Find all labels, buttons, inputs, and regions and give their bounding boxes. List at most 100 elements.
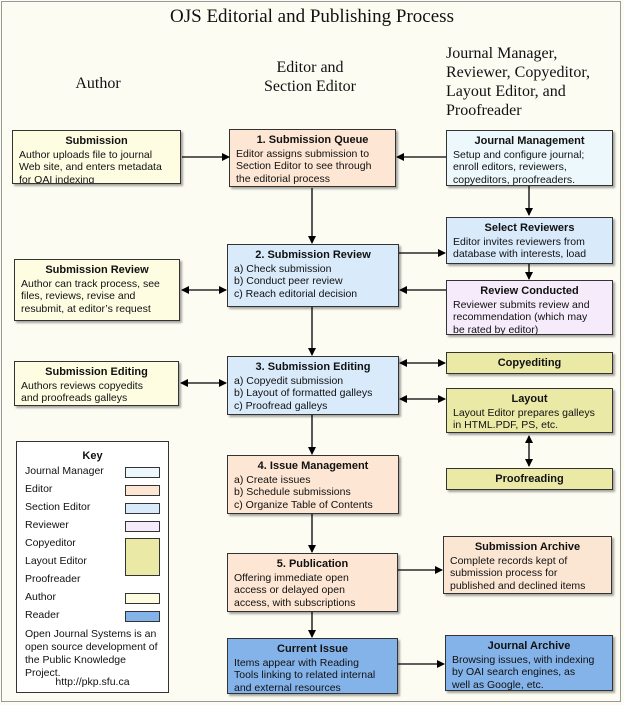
legend-label: Editor [25,483,53,495]
column-manager-line: Proofreader [446,102,522,119]
box-line: recommendation (which may [453,311,588,323]
box-line: database with interests, load [453,248,587,260]
box-line: Editor assigns submission to [236,147,370,160]
box-title: 2. Submission Review [255,249,371,261]
box-line: a) Create issues [234,473,311,486]
box-submission-review-author: Submission Review Author can track proce… [14,259,180,321]
box-title: Layout [511,393,548,405]
box-line: Browsing issues, with indexing [452,653,595,666]
box-select-reviewers: Select Reviewers Editor invites reviewer… [446,217,613,264]
box-line: files, reviews, revise and [21,290,136,302]
box-line: submission process for [450,567,558,579]
legend-note-line: the Public Knowledge [25,654,126,666]
box-line: well as Google, etc. [452,678,544,691]
box-line: the editorial process [236,172,330,185]
box-submission: Submission Author uploads file to journa… [12,130,181,184]
legend-note-line: open source development of [25,641,158,653]
box-journal-archive: Journal Archive Browsing issues, with in… [445,635,613,691]
box-line: c) Proofread galleys [234,399,328,412]
box-line: b) Schedule submissions [234,486,351,498]
box-title: Submission Review [45,264,149,276]
legend-note: Open Journal Systems is an open source d… [25,628,165,680]
legend-label: Section Editor [25,501,91,513]
legend-label: Author [25,591,56,603]
legend-title: Key [82,450,103,462]
box-line: and external resources [234,681,341,694]
box-line: Setup and configure journal; [453,148,585,161]
box-title: Submission Archive [474,541,581,553]
box-title: Select Reviewers [484,222,575,234]
box-line: Author uploads file to journal [19,148,153,161]
box-review-conducted: Review Conducted Reviewer submits review… [446,280,613,335]
box-title: Journal Archive [487,640,571,652]
box-line: Section Editor to see through [236,160,372,172]
box-title: Journal Management [474,135,585,147]
legend-url: http://pkp.sfu.ca [55,676,130,688]
column-editor-line: Editor and [276,59,344,76]
box-line: resubmit, at editor’s request [21,302,151,315]
legend-swatch-reviewer [125,521,160,532]
legend-label: Reviewer [25,519,69,531]
box-line: access or delayed open [234,584,345,596]
box-line: Offering immediate open [234,571,349,584]
column-manager-line: Journal Manager, [446,45,558,62]
column-editor-line: Section Editor [264,78,356,95]
box-line: c) Reach editorial decision [234,287,358,300]
box-line: be rated by editor) [453,323,539,335]
legend-swatch-section-editor [125,503,160,514]
column-author-label: Author [75,75,121,92]
legend-label: Layout Editor [25,555,87,567]
box-line: Authors reviews copyedits [21,379,143,392]
box-line: Reviewer submits review and [453,298,590,311]
box-copyediting: Copyediting [446,352,613,374]
legend-swatch-journal-manager [125,467,160,478]
legend-note-line: Project. [25,667,61,679]
legend-note-line: Open Journal Systems is an [25,628,157,640]
box-line: enroll editors, reviewers, [453,161,567,173]
legend-key: Key Journal Manager Editor Section Edito… [16,441,169,693]
legend-swatch-copy-layout-proof [125,538,160,576]
box-line: by OAI search engines, as [452,666,576,678]
box-submission-editing-author: Submission Editing Authors reviews copye… [14,361,179,406]
box-title: 1. Submission Queue [256,134,369,146]
box-line: b) Conduct peer review [234,275,343,287]
box-title: 5. Publication [276,558,349,570]
box-line: a) Copyedit submission [234,374,344,387]
box-line: a) Check submission [234,262,332,275]
box-title: 4. Issue Management [257,460,369,472]
box-publication: 5. Publication Offering immediate open a… [227,553,398,612]
legend-label: Reader [25,609,60,621]
box-line: b) Layout of formatted galleys [234,387,373,399]
box-title: 3. Submission Editing [255,361,371,373]
box-submission-editing: 3. Submission Editing a) Copyedit submis… [227,356,399,415]
box-line: Web site, and enters metadata [19,161,162,173]
box-line: published and declined items [450,579,586,592]
box-current-issue: Current Issue Items appear with Reading … [227,638,398,694]
legend-label: Copyeditor [25,537,76,549]
box-line: and proofreads galleys [21,392,128,404]
column-manager: Journal Manager, Reviewer, Copyeditor, L… [446,44,596,120]
box-submission-queue: 1. Submission Queue Editor assigns submi… [229,129,396,187]
box-title: Submission [65,135,128,147]
box-title: Submission Editing [45,366,148,378]
column-author: Author [40,74,156,93]
box-submission-review: 2. Submission Review a) Check submission… [227,244,399,307]
column-manager-line: Layout Editor, and [446,83,566,100]
box-layout: Layout Layout Editor prepares galleys in… [446,388,613,433]
box-line: in HTML.PDF, PS, etc. [453,419,559,431]
box-line: for OAI indexing [19,173,95,184]
box-title: Current Issue [277,643,348,655]
box-issue-management: 4. Issue Management a) Create issues b) … [227,455,399,514]
box-submission-archive: Submission Archive Complete records kept… [443,536,612,594]
legend-swatch-author [125,593,160,604]
legend-label: Journal Manager [25,465,104,477]
box-journal-management: Journal Management Setup and configure j… [446,130,613,186]
box-title: Proofreading [495,473,564,485]
box-line: Items appear with Reading [234,656,359,669]
column-manager-line: Reviewer, Copyeditor, [446,64,591,81]
box-line: Author can track process, see [21,277,160,290]
box-title: Copyediting [497,357,562,369]
diagram-title: OJS Editorial and Publishing Process [170,6,454,27]
